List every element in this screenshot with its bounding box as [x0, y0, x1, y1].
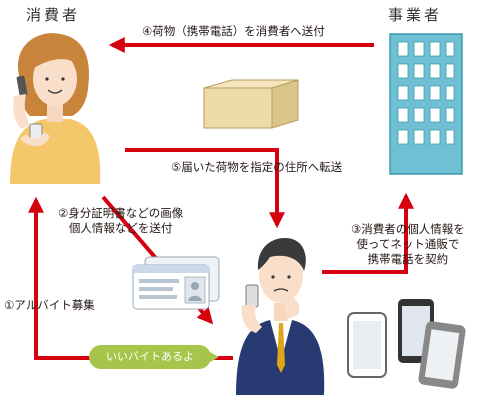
arrow-step3 — [322, 192, 414, 274]
consumer-header: 消費者 — [26, 6, 81, 24]
speech-bubble: いいバイトあるよ — [89, 345, 219, 369]
id-card-icon — [132, 256, 220, 310]
business-header: 事業者 — [388, 6, 443, 24]
step2-label: ②身分証明書などの画像 個人情報などを送付 — [58, 206, 183, 236]
step3-label-line3: 携帯電話を契約 — [367, 252, 449, 266]
step3-label-line2: 使ってネット通販で — [356, 237, 460, 251]
man-in-suit-illustration — [236, 238, 325, 395]
office-building-icon — [389, 33, 463, 175]
mobile-devices-icon — [347, 299, 466, 389]
consumer-woman-illustration — [10, 33, 101, 184]
step4-label: ④荷物（携帯電話）を消費者へ送付 — [142, 24, 325, 38]
step3-label-line1: ③消費者の個人情報を — [351, 222, 465, 236]
step2-label-line1: ②身分証明書などの画像 — [58, 206, 184, 220]
step5-label: ⑤届いた荷物を指定の住所へ転送 — [171, 160, 343, 174]
arrow-step5 — [125, 148, 285, 229]
step3-label: ③消費者の個人情報を 使ってネット通販で 携帯電話を契約 — [351, 222, 465, 267]
step1-label: ①アルバイト募集 — [4, 298, 95, 312]
step2-label-line2: 個人情報などを送付 — [68, 221, 173, 235]
package-box-icon — [203, 79, 299, 129]
